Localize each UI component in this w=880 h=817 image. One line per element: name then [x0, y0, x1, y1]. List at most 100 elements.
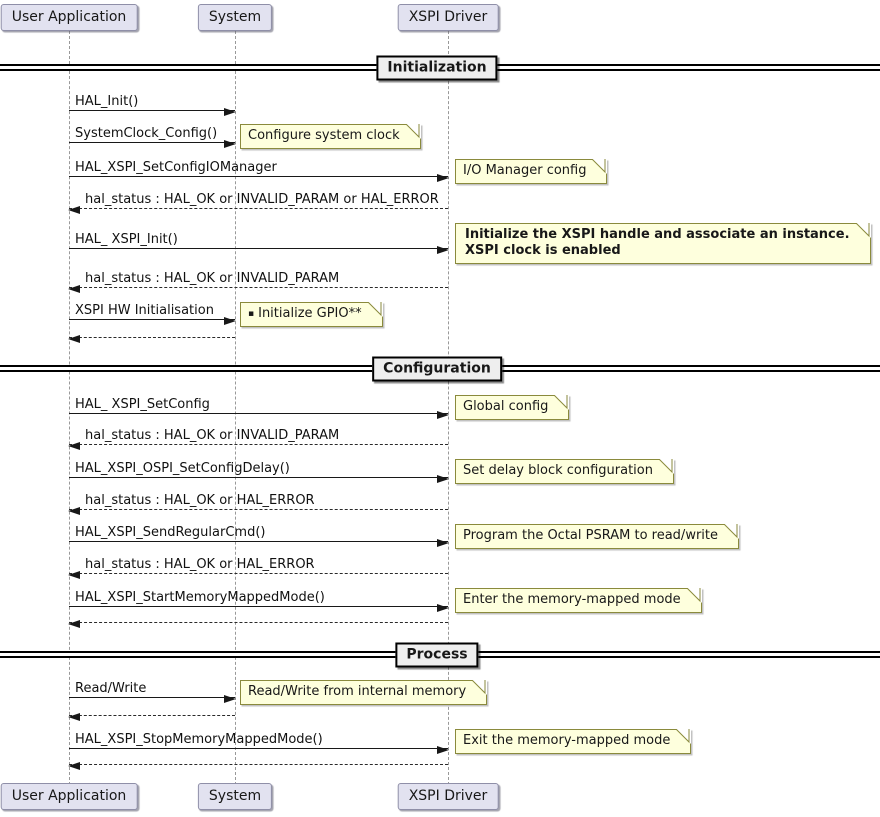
message-hal-status-hal-ok-or-invalid-param: hal_status : HAL_OK or INVALID_PARAM [68, 427, 448, 450]
message-hal-xspi-setconfigiomanager: HAL_XSPI_SetConfigIOManager [69, 159, 449, 182]
arrowhead-icon [437, 410, 449, 419]
message-line [69, 176, 448, 177]
participant-bottom-system: System [197, 783, 273, 810]
message-label: hal_status : HAL_OK or INVALID_PARAM or … [85, 192, 439, 207]
arrowhead-icon [224, 316, 236, 325]
participant-bottom-xspi-driver: XSPI Driver [397, 783, 499, 810]
arrowhead-icon [68, 712, 80, 721]
arrowhead-icon [437, 745, 449, 754]
lifeline-user-application [69, 31, 70, 785]
message-line [69, 573, 448, 574]
message-line [69, 208, 448, 209]
divider-label-configuration: Configuration [372, 356, 502, 381]
note-initialize-gpio: ▪Initialize GPIO** [240, 302, 383, 327]
note-text-line: Set delay block configuration [463, 463, 653, 478]
message-hal-xspi-setconfig: HAL_ XSPI_SetConfig [69, 396, 449, 419]
message-hal-init: HAL_Init() [69, 93, 236, 116]
divider-label-process: Process [395, 642, 479, 667]
arrowhead-icon [68, 506, 80, 515]
note-fold-icon [592, 159, 608, 174]
message-line [69, 764, 448, 765]
message-label: hal_status : HAL_OK or INVALID_PARAM [85, 271, 340, 286]
note-enter-memory-mapped: Enter the memory-mapped mode [455, 588, 702, 613]
message-label: Read/Write [75, 681, 147, 696]
note-fold-icon [472, 680, 488, 695]
message-line [69, 606, 448, 607]
arrowhead-icon [224, 139, 236, 148]
note-read-write-internal: Read/Write from internal memory [240, 680, 488, 705]
arrowhead-icon [68, 205, 80, 214]
note-text-line: Read/Write from internal memory [248, 684, 467, 699]
arrowhead-icon [437, 173, 449, 182]
message-line [69, 541, 448, 542]
note-text-line: Configure system clock [248, 128, 400, 143]
message-xspi-hw-initialisation: XSPI HW Initialisation [69, 302, 236, 325]
message-label: HAL_XSPI_SetConfigIOManager [75, 160, 277, 175]
message-label: HAL_ XSPI_SetConfig [75, 397, 210, 412]
divider-label-initialization: Initialization [376, 55, 498, 80]
note-program-octal-psram: Program the Octal PSRAM to read/write [455, 524, 739, 549]
note-text-line: XSPI clock is enabled [465, 243, 621, 258]
arrowhead-icon [68, 761, 80, 770]
message-line [69, 697, 235, 698]
message-hal-status-hal-ok-or-hal-error: hal_status : HAL_OK or HAL_ERROR [68, 492, 448, 515]
message-line [69, 413, 448, 414]
note-text-line: ▪Initialize GPIO** [248, 306, 362, 322]
message-hal-xspi-init: HAL_ XSPI_Init() [69, 231, 449, 254]
arrowhead-icon [437, 245, 449, 254]
note-fold-icon [405, 124, 421, 139]
participant-top-system: System [197, 4, 273, 31]
lifeline-system [235, 31, 236, 785]
participant-bottom-user-application: User Application [0, 783, 138, 810]
message-line [69, 287, 448, 288]
message-line [69, 248, 448, 249]
note-text-line: Exit the memory-mapped mode [463, 733, 671, 748]
message-label: HAL_XSPI_SendRegularCmd() [75, 525, 266, 540]
note-fold-icon [686, 588, 702, 603]
lifeline-xspi-driver [448, 31, 449, 785]
message-return-7 [68, 320, 235, 343]
participant-top-user-application: User Application [0, 4, 138, 31]
message-label: HAL_XSPI_StartMemoryMappedMode() [75, 590, 325, 605]
note-fold-icon [855, 223, 871, 238]
message-label: HAL_ XSPI_Init() [75, 232, 178, 247]
arrowhead-icon [224, 694, 236, 703]
participant-top-xspi-driver: XSPI Driver [397, 4, 499, 31]
note-text: Initialize GPIO** [258, 306, 362, 321]
note-text-line: Global config [463, 399, 549, 414]
square-bullet-icon: ▪ [248, 309, 255, 319]
note-exit-memory-mapped: Exit the memory-mapped mode [455, 729, 692, 754]
message-hal-status-hal-ok-or-invalid-param: hal_status : HAL_OK or INVALID_PARAM [68, 270, 448, 293]
note-fold-icon [554, 395, 570, 410]
arrowhead-icon [68, 570, 80, 579]
arrowhead-icon [68, 441, 80, 450]
message-hal-xspi-startmemorymappedmode: HAL_XSPI_StartMemoryMappedMode() [69, 589, 449, 612]
message-label: SystemClock_Config() [75, 126, 218, 141]
note-text-line: Initialize the XSPI handle and associate… [465, 227, 850, 242]
message-hal-status-hal-ok-or-invalid-param-or-hal-error: hal_status : HAL_OK or INVALID_PARAM or … [68, 191, 448, 214]
message-line [69, 110, 235, 111]
message-label: hal_status : HAL_OK or HAL_ERROR [85, 557, 315, 572]
message-label: HAL_Init() [75, 94, 139, 109]
message-return-17 [68, 698, 235, 721]
arrowhead-icon [437, 603, 449, 612]
message-label: HAL_XSPI_StopMemoryMappedMode() [75, 732, 323, 747]
message-line [69, 622, 448, 623]
message-return-15 [68, 605, 448, 628]
message-line [69, 748, 448, 749]
message-line [69, 444, 448, 445]
note-text-line: I/O Manager config [463, 163, 587, 178]
message-hal-status-hal-ok-or-hal-error: hal_status : HAL_OK or HAL_ERROR [68, 556, 448, 579]
arrowhead-icon [68, 334, 80, 343]
message-line [69, 477, 448, 478]
message-line [69, 142, 235, 143]
message-label: hal_status : HAL_OK or INVALID_PARAM [85, 428, 340, 443]
arrowhead-icon [68, 284, 80, 293]
message-line [69, 337, 235, 338]
message-line [69, 715, 235, 716]
arrowhead-icon [224, 107, 236, 116]
note-global-config: Global config [455, 395, 570, 420]
message-line [69, 319, 235, 320]
message-hal-xspi-stopmemorymappedmode: HAL_XSPI_StopMemoryMappedMode() [69, 731, 449, 754]
message-return-19 [68, 747, 448, 770]
